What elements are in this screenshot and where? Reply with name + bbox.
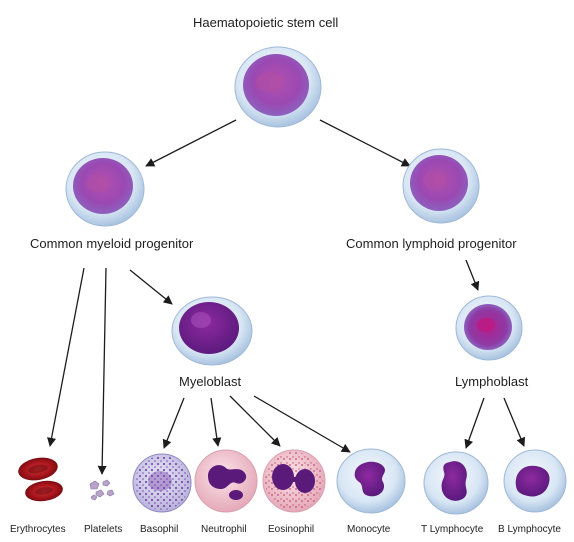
monocyte-label: Monocyte [347, 524, 391, 535]
stem-cell-label: Haematopoietic stem cell [193, 15, 338, 30]
arrow-myeloblast-to-basophil [162, 397, 185, 449]
stem-cell [234, 46, 322, 128]
eosinophil-label: Eosinophil [268, 524, 314, 535]
monocyte-cell [336, 448, 406, 514]
arrow-lymphoblast-to-t-lymphocyte [464, 397, 485, 449]
basophil-cell [132, 453, 192, 513]
erythrocytes-cells [18, 457, 63, 502]
arrow-myeloid-to-myeloblast [129, 269, 173, 305]
arrow-myeloblast-to-monocyte [253, 395, 351, 453]
b-lymphocyte-label: B Lymphocyte [498, 524, 561, 535]
lymphoblast-label: Lymphoblast [455, 374, 529, 389]
t-lymphocyte-label: T Lymphocyte [421, 524, 484, 535]
arrow-stem-to-lymphoid [319, 119, 411, 167]
lymphoid-progenitor-cell [402, 148, 480, 224]
erythrocytes-label: Erythrocytes [10, 524, 66, 535]
myeloid-progenitor-label: Common myeloid progenitor [30, 236, 194, 251]
arrow-myeloblast-to-eosinophil [229, 395, 281, 447]
b-lymphocyte-cell [503, 449, 567, 513]
basophil-label: Basophil [140, 524, 178, 535]
neutrophil-cell [194, 449, 258, 513]
myeloblast-cell [171, 296, 253, 366]
lymphoid-progenitor-label: Common lymphoid progenitor [346, 236, 517, 251]
t-lymphocyte-cell [423, 451, 489, 515]
platelets-label: Platelets [84, 524, 122, 535]
arrow-myeloblast-to-neutrophil [210, 397, 222, 447]
arrow-stem-to-myeloid [145, 119, 237, 167]
eosinophil-cell [262, 449, 326, 513]
arrow-lymphoid-to-lymphoblast [465, 259, 480, 291]
arrows [47, 119, 526, 475]
platelets-cells [89, 479, 115, 501]
arrow-myeloid-to-erythrocytes [47, 267, 85, 447]
myeloblast-label: Myeloblast [179, 374, 242, 389]
neutrophil-label: Neutrophil [201, 524, 247, 535]
myeloid-progenitor-cell [65, 151, 145, 227]
arrow-lymphoblast-to-b-lymphocyte [503, 397, 526, 447]
lymphoblast-cell [455, 295, 523, 361]
arrow-myeloid-to-platelets [97, 267, 107, 475]
